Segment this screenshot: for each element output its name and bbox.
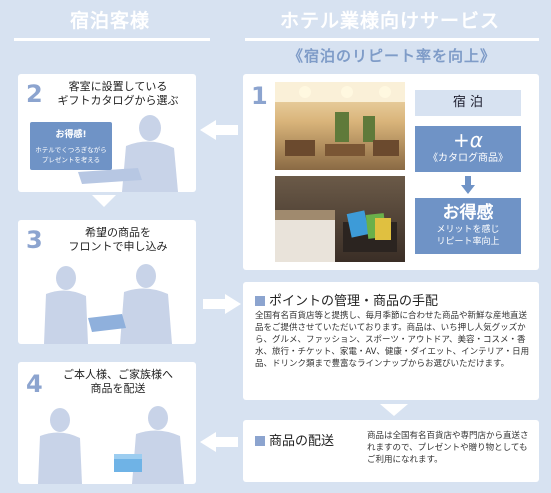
- step-2-badge: お得感! ホテルでくつろぎながら プレゼントを考える: [30, 122, 112, 170]
- step-3-text: 希望の商品をフロントで申し込み: [48, 226, 188, 254]
- arrow-right-3-points: [201, 294, 241, 314]
- right-header-rule: [245, 38, 539, 41]
- points-title: ポイントの管理・商品の手配: [255, 290, 438, 309]
- step-3-number: 3: [26, 228, 43, 252]
- step-2-text: 客室に設置しているギフトカタログから選ぶ: [48, 80, 188, 108]
- lobby-scene-icon: [275, 82, 405, 170]
- service-box-merit: お得感 メリットを感じ リピート率向上: [415, 198, 521, 254]
- step-1-number: 1: [251, 84, 268, 108]
- hotel-lobby-photo: [275, 82, 405, 170]
- arrow-left-delivery-4: [200, 432, 240, 452]
- square-bullet-icon: [255, 436, 265, 446]
- service-arrow-down: [461, 176, 475, 194]
- hotel-room-photo: [275, 176, 405, 262]
- points-body: 全国有名百貨店等と提携し、毎月季節に合わせた商品や新鮮な産地直送品をご提供させて…: [255, 310, 531, 370]
- points-card: ポイントの管理・商品の手配 全国有名百貨店等と提携し、毎月季節に合わせた商品や新…: [243, 282, 539, 400]
- service-box-plus-alpha: +α 《カタログ商品》: [415, 126, 521, 172]
- square-bullet-icon: [255, 296, 265, 306]
- step-2-card: 2 客室に設置しているギフトカタログから選ぶ お得感! ホテルでくつろぎながら …: [18, 74, 196, 192]
- delivery-icon: [18, 402, 196, 484]
- arrow-down-2-3: [92, 195, 116, 207]
- step-4-number: 4: [26, 372, 43, 396]
- step-4-card: 4 ご本人様、ご家族様へ商品を配送: [18, 362, 196, 484]
- delivery-body: 商品は全国有名百貨店や専門店から直送されますので、プレゼントや贈り物としてもご利…: [367, 430, 531, 466]
- front-desk-icon: [18, 260, 196, 344]
- left-header-rule: [14, 38, 210, 41]
- service-box-stay: 宿 泊: [415, 90, 521, 116]
- step-4-text: ご本人様、ご家族様へ商品を配送: [48, 368, 188, 396]
- right-header-subtitle: 《宿泊のリピート率を向上》: [245, 45, 539, 66]
- arrow-down-points-delivery: [380, 404, 408, 416]
- step-2-number: 2: [26, 82, 43, 106]
- delivery-title: 商品の配送: [255, 430, 334, 449]
- room-scene-icon: [275, 176, 405, 262]
- step-1-card: 1 宿 泊 +α 《カタログ商品》 お得感 メリットを感じ: [243, 74, 539, 270]
- delivery-card: 商品の配送 商品は全国有名百貨店や専門店から直送されますので、プレゼントや贈り物…: [243, 420, 539, 482]
- left-header-title: 宿泊客様: [20, 6, 200, 33]
- arrow-left-1-2: [200, 120, 240, 140]
- step-3-card: 3 希望の商品をフロントで申し込み: [18, 220, 196, 344]
- right-header-title: ホテル業様向けサービス: [245, 6, 535, 33]
